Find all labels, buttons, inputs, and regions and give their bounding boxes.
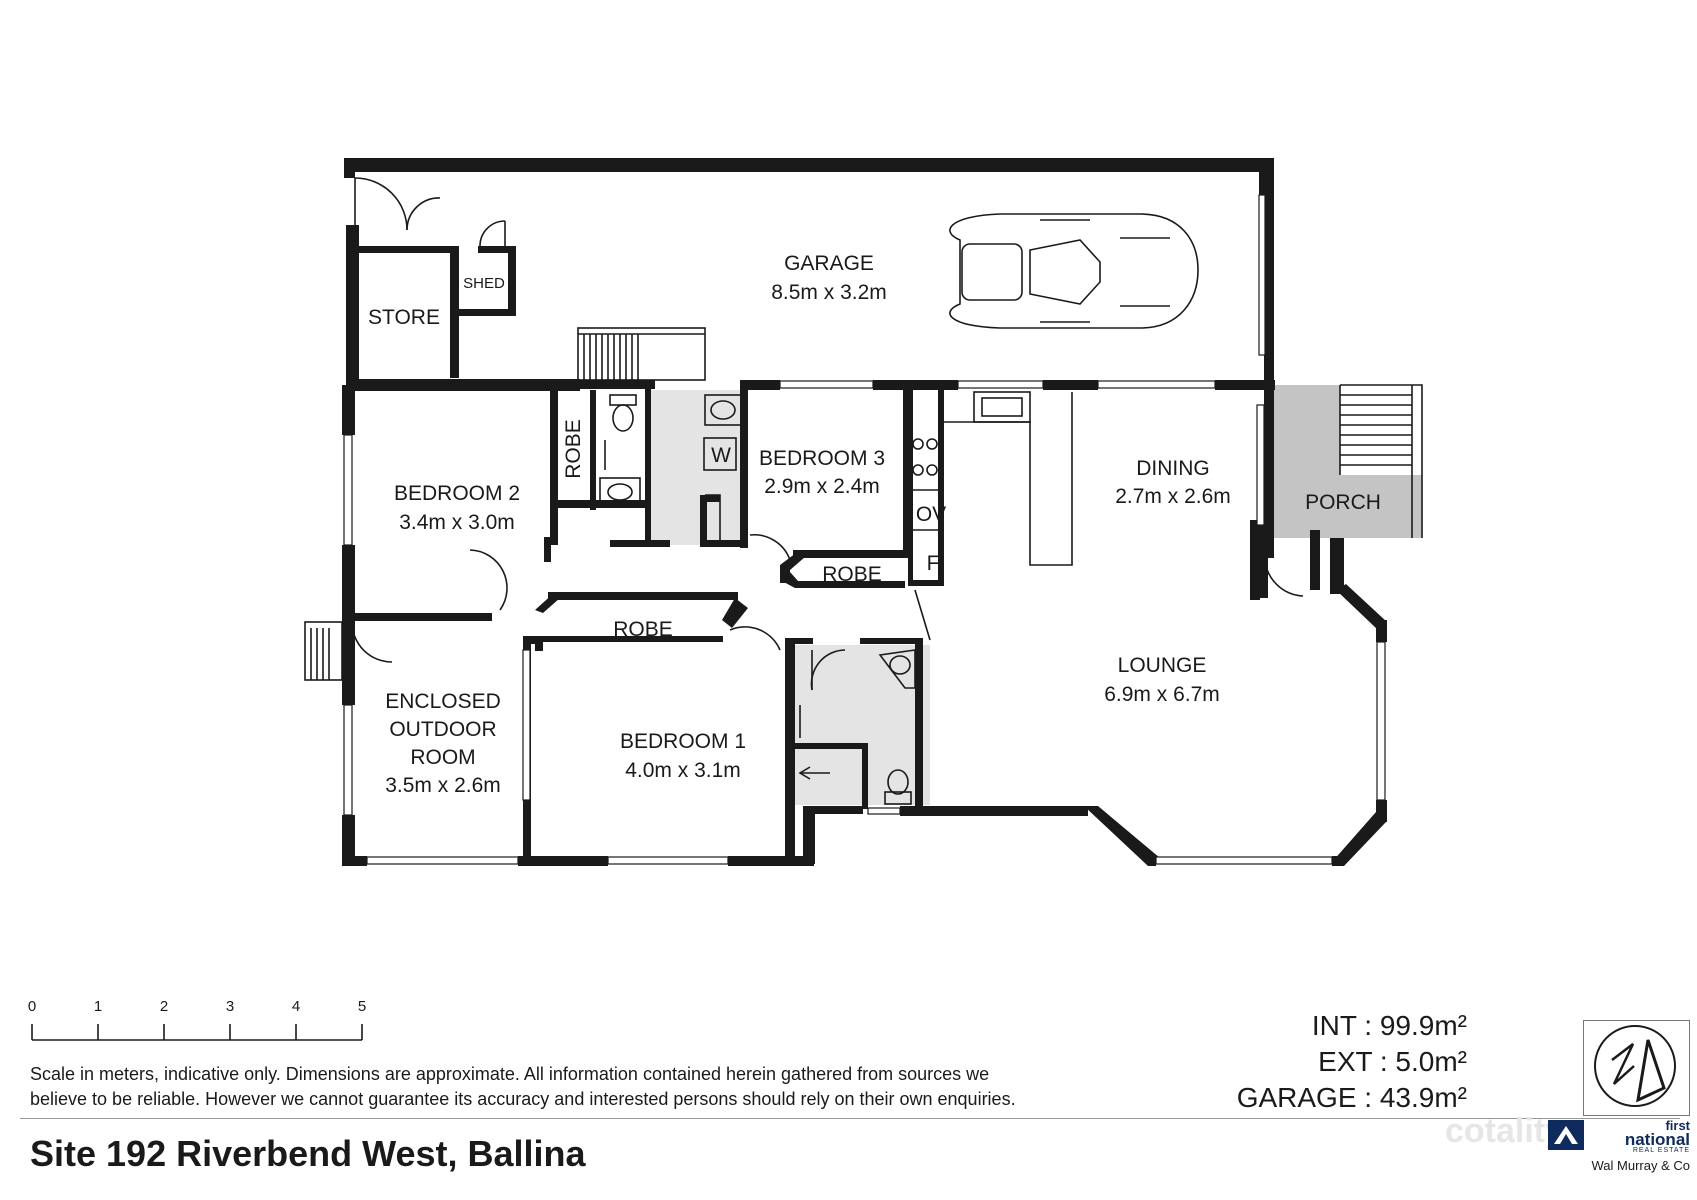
w-label: W bbox=[711, 444, 731, 467]
bedroom2-dims: 3.4m x 3.0m bbox=[399, 511, 515, 534]
scale-bar bbox=[31, 1024, 363, 1041]
side-steps-icon bbox=[304, 621, 343, 681]
brand-block: first national REAL ESTATE Wal Murray & … bbox=[1560, 1118, 1690, 1173]
robe-label-upper: ROBE bbox=[562, 419, 585, 479]
bedroom2-title: BEDROOM 2 bbox=[394, 482, 520, 505]
bedroom1-title: BEDROOM 1 bbox=[620, 730, 746, 753]
property-address: Site 192 Riverbend West, Ballina bbox=[30, 1133, 586, 1174]
scale-tick-0: 0 bbox=[27, 998, 37, 1015]
toilet-icon bbox=[609, 394, 912, 805]
sink-icon bbox=[944, 391, 1073, 566]
enclosed-line3: ROOM bbox=[410, 746, 475, 769]
car-icon bbox=[949, 213, 1199, 329]
walls bbox=[342, 158, 1387, 866]
bathroom-upper-area bbox=[650, 390, 748, 545]
scale-tick-5: 5 bbox=[357, 998, 367, 1015]
f-label: F bbox=[927, 552, 940, 575]
scale-tick-2: 2 bbox=[159, 998, 169, 1015]
enclosed-line2: OUTDOOR bbox=[389, 718, 496, 741]
basin-icon bbox=[599, 394, 916, 689]
area-int: INT : 99.9m² bbox=[1311, 1010, 1467, 1041]
scale-tick-3: 3 bbox=[225, 998, 235, 1015]
area-garage: GARAGE : 43.9m² bbox=[1236, 1082, 1467, 1113]
brand-line-2: national bbox=[1624, 1130, 1690, 1149]
divider-line bbox=[20, 1118, 1680, 1119]
disclaimer-line-1: Scale in meters, indicative only. Dimens… bbox=[30, 1064, 990, 1084]
area-summary: INT : 99.9m² EXT : 5.0m² GARAGE : 43.9m² bbox=[1237, 1008, 1467, 1116]
ov-label: OV bbox=[916, 503, 946, 526]
laundry-box bbox=[604, 437, 830, 780]
disclaimer: Scale in meters, indicative only. Dimens… bbox=[30, 1062, 1210, 1112]
door-swing-icon bbox=[351, 177, 1304, 691]
garage-dims: 8.5m x 3.2m bbox=[771, 281, 887, 304]
windows bbox=[343, 194, 1386, 865]
garage-title: GARAGE bbox=[784, 252, 874, 275]
shed-label: SHED bbox=[463, 275, 505, 292]
porch-label: PORCH bbox=[1305, 491, 1381, 514]
brand-line-3: REAL ESTATE bbox=[1632, 1147, 1690, 1154]
cooktop-icon bbox=[912, 438, 938, 531]
robe-label-b1: ROBE bbox=[613, 618, 673, 641]
porch-area bbox=[1270, 385, 1422, 538]
store-label: STORE bbox=[368, 306, 440, 329]
brand-line-1: first bbox=[1665, 1118, 1690, 1133]
lounge-title: LOUNGE bbox=[1118, 654, 1207, 677]
watermark: cotality bbox=[1445, 1112, 1565, 1150]
porch-stairs-icon bbox=[1339, 384, 1423, 538]
robe-label-b3: ROBE bbox=[822, 563, 882, 586]
disclaimer-line-2: believe to be reliable. However we canno… bbox=[30, 1089, 1016, 1109]
brand-logo-icon bbox=[1548, 1120, 1584, 1150]
area-ext: EXT : 5.0m² bbox=[1318, 1046, 1467, 1077]
lounge-dims: 6.9m x 6.7m bbox=[1104, 683, 1220, 706]
scale-tick-1: 1 bbox=[93, 998, 103, 1015]
bedroom3-title: BEDROOM 3 bbox=[759, 447, 885, 470]
north-arrow-icon bbox=[1594, 1025, 1676, 1107]
stairs-icon bbox=[577, 327, 706, 381]
scale-tick-4: 4 bbox=[291, 998, 301, 1015]
enclosed-line1: ENCLOSED bbox=[385, 690, 501, 713]
dining-dims: 2.7m x 2.6m bbox=[1115, 485, 1231, 508]
enclosed-dims: 3.5m x 2.6m bbox=[385, 774, 501, 797]
dining-title: DINING bbox=[1136, 457, 1210, 480]
bedroom1-dims: 4.0m x 3.1m bbox=[625, 759, 741, 782]
bedroom3-dims: 2.9m x 2.4m bbox=[764, 475, 880, 498]
north-arrow-frame bbox=[1583, 1020, 1690, 1116]
brand-line-4: Wal Murray & Co bbox=[1591, 1158, 1690, 1173]
